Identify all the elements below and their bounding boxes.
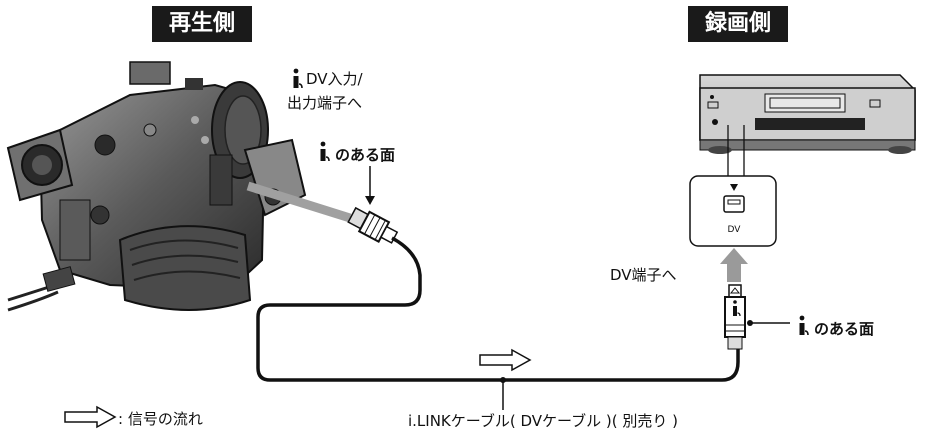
dv-cable-plug	[248, 186, 400, 247]
dv-port-panel	[690, 176, 776, 246]
ilink-icon	[800, 316, 809, 335]
ilink-icon	[321, 142, 330, 161]
side-face-label-right: のある面	[814, 318, 874, 339]
dv-in-out-label-line2: 出力端子へ	[287, 92, 362, 113]
dv-in-out-label-line1: DV入力/	[306, 68, 363, 89]
dv-port-label: DV	[728, 225, 742, 235]
dv-jack-label: DV端子へ	[610, 264, 677, 285]
dv-cable-plug-right	[725, 285, 745, 349]
playback-side-header: 再生側	[152, 6, 252, 42]
vcr-illustration	[700, 75, 915, 154]
side-face-label-left: のある面	[335, 144, 395, 165]
connect-arrow	[720, 248, 748, 282]
ilink-icon	[294, 69, 303, 88]
signal-flow-legend: : 信号の流れ	[118, 408, 203, 429]
flow-arrow-icon	[480, 350, 530, 370]
recording-side-header: 録画側	[688, 6, 788, 42]
cable-label: i.LINKケーブル( DVケーブル )( 別売り )	[408, 410, 678, 431]
flow-arrow-icon	[65, 407, 115, 427]
